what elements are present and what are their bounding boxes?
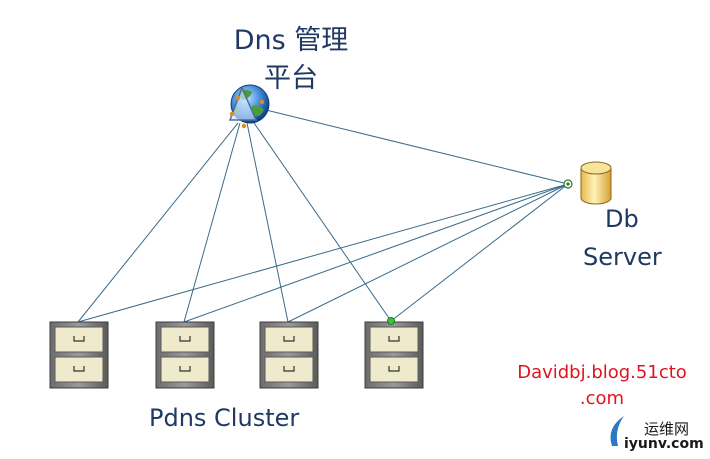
file-cabinet-icon [49, 321, 109, 389]
watermark-cn-text: 运维网 [644, 420, 690, 438]
link-db-node4 [390, 183, 569, 322]
watermark: 运维网 iyunv.com [604, 414, 708, 456]
blog-url-line1: Davidbj.blog.51cto [517, 362, 687, 383]
link-mgmt-node3 [246, 122, 289, 323]
file-cabinet-icon [364, 321, 424, 389]
db-server-label: Db Server [583, 200, 662, 276]
file-cabinet-icon [259, 321, 319, 389]
globe-icon [228, 84, 270, 129]
blog-url-text: Davidbj.blog.51cto .com [507, 360, 697, 412]
management-label-line2: 平台 [264, 63, 318, 94]
link-mgmt-node2 [183, 122, 241, 323]
db-label-line2: Server [583, 243, 662, 271]
db-label-line1: Db [605, 205, 639, 233]
link-mgmt-node4 [251, 119, 392, 322]
management-platform-label: Dns 管理 平台 [232, 22, 350, 98]
link-db-node1 [77, 183, 569, 323]
blog-url-line2: .com [579, 388, 625, 409]
file-cabinet-icon [155, 321, 215, 389]
node4-connection-point [387, 317, 395, 325]
link-db-node2 [183, 183, 569, 323]
link-db-node3 [287, 183, 569, 323]
watermark-swoosh-icon [610, 416, 624, 446]
link-mgmt-node1 [77, 122, 239, 323]
pdns-cluster-label: Pdns Cluster [149, 404, 300, 432]
database-icon [580, 161, 612, 205]
watermark-url-text: iyunv.com [624, 436, 704, 452]
link-mgmt-db [265, 109, 569, 185]
management-label-line1: Dns 管理 [233, 25, 349, 56]
